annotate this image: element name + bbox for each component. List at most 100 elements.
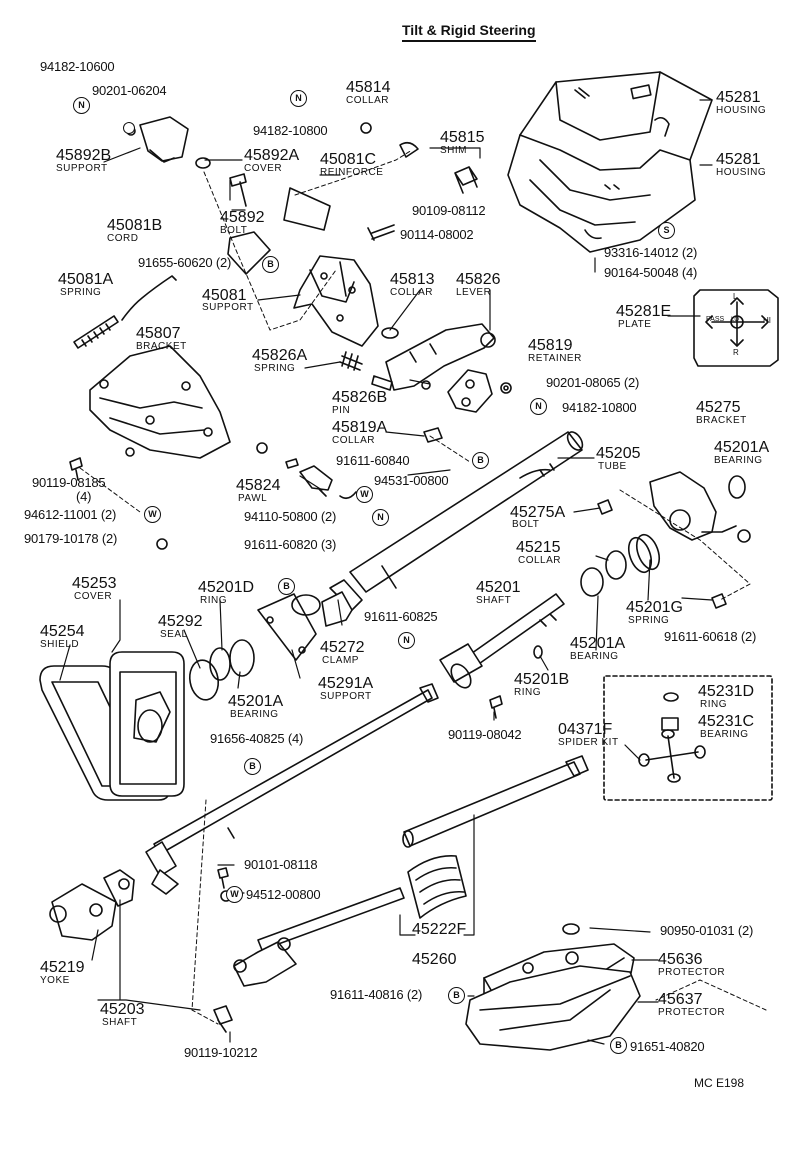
b-symbol: B	[610, 1037, 627, 1054]
b-symbol: B	[278, 578, 295, 595]
intermediate-shaft-drawing	[145, 683, 439, 895]
n-symbol: N	[372, 509, 389, 526]
part-number: 90201-08065 (2)	[546, 375, 640, 390]
part-number: 94182-10800	[562, 400, 637, 415]
cover-shield-drawing	[39, 651, 185, 801]
w-symbol: W	[144, 506, 161, 523]
part-name: SHIELD	[40, 639, 80, 650]
part-number: 45272	[320, 639, 365, 656]
part-name: SPRING	[254, 363, 296, 374]
plate-mark: PASS	[706, 316, 725, 323]
part-number: 45201A	[228, 693, 284, 710]
part-number: 45081	[202, 287, 247, 304]
part-name: BEARING	[230, 709, 279, 720]
part-number: 45081C	[320, 151, 377, 168]
plate-drawing	[693, 289, 779, 367]
part-number: 90119-10212	[184, 1045, 258, 1060]
part-number: 91611-60618 (2)	[664, 629, 757, 644]
part-number: 45260	[412, 951, 457, 968]
part-number: 45201G	[626, 599, 683, 616]
part-name: SUPPORT	[320, 691, 372, 702]
part-name: SHIM	[440, 145, 467, 156]
part-number: 93316-14012 (2)	[604, 245, 698, 260]
yoke-drawing	[49, 867, 233, 1033]
plate-mark: LO	[731, 317, 740, 323]
protector-drawing	[465, 923, 641, 1051]
part-name: COVER	[74, 591, 113, 602]
part-number: 45819A	[332, 419, 388, 436]
part-number: 94110-50800 (2)	[244, 509, 337, 524]
part-number: 45254	[40, 623, 85, 640]
plate-mark: HI	[763, 316, 771, 325]
n-symbol: N	[73, 97, 90, 114]
lower-shaft-drawing	[233, 755, 589, 987]
part-number: 45824	[236, 477, 281, 494]
page-title: Tilt & Rigid Steering	[402, 22, 536, 42]
part-name: SHAFT	[476, 595, 512, 606]
b-symbol: B	[472, 452, 489, 469]
part-name: YOKE	[40, 975, 70, 986]
part-name: COLLAR	[390, 287, 434, 298]
part-number: 45203	[100, 1001, 145, 1018]
part-number: 90119-08185	[32, 475, 106, 490]
part-number: 45201A	[714, 439, 770, 456]
washer-icon	[123, 122, 135, 134]
part-number: 45231D	[698, 683, 755, 700]
part-name: COVER	[244, 163, 283, 174]
part-number: 45281	[716, 151, 761, 168]
leader-lines	[59, 99, 713, 1045]
w-symbol: W	[226, 886, 243, 903]
part-number: 91651-40820	[630, 1039, 705, 1054]
upper-shaft-drawing	[188, 593, 565, 719]
part-number: 90114-08002	[400, 227, 474, 242]
part-number: 94531-00800	[374, 473, 449, 488]
part-name: RETAINER	[528, 353, 582, 364]
part-number: 45826A	[252, 347, 308, 364]
part-name: CLAMP	[322, 655, 359, 666]
part-name: LEVER	[456, 287, 492, 298]
part-number: 90201-06204	[92, 83, 167, 98]
part-number: 45201B	[514, 671, 570, 688]
plate-mark: R	[733, 348, 739, 357]
part-number: 90179-10178 (2)	[24, 531, 118, 546]
part-name: SUPPORT	[202, 302, 254, 313]
part-number: 90164-50048 (4)	[604, 265, 698, 280]
part-number: 45275	[696, 399, 741, 416]
part-number: 94612-11001 (2)	[24, 507, 117, 522]
part-number: 45636	[658, 951, 703, 968]
part-name: COLLAR	[518, 555, 562, 566]
part-number: 91611-60840	[336, 453, 410, 468]
part-number: 90109-08112	[412, 203, 486, 218]
part-number: 94182-10600	[40, 59, 115, 74]
part-number: 94512-00800	[246, 887, 321, 902]
part-name: BEARING	[570, 651, 619, 662]
part-number: 45292	[158, 613, 203, 630]
part-number: 45813	[390, 271, 435, 288]
part-name: PLATE	[618, 319, 652, 330]
part-number: 91611-60825	[364, 609, 438, 624]
n-symbol: N	[530, 398, 547, 415]
part-number: 45219	[40, 959, 85, 976]
b-symbol: B	[244, 758, 261, 775]
part-number: 90101-08118	[244, 857, 318, 872]
part-name: BEARING	[714, 455, 763, 466]
part-name: SHAFT	[102, 1017, 138, 1028]
part-name: PROTECTOR	[658, 967, 726, 978]
n-symbol: N	[290, 90, 307, 107]
part-name: HOUSING	[716, 105, 767, 116]
part-number: 45826B	[332, 389, 388, 406]
part-name: SEAL	[160, 629, 188, 640]
part-number: 45081B	[107, 217, 163, 234]
part-name: COLLAR	[346, 95, 390, 106]
part-number: 45892A	[244, 147, 300, 164]
part-name: RING	[200, 595, 227, 606]
part-number: 45253	[72, 575, 117, 592]
part-number: 90950-01031 (2)	[660, 923, 754, 938]
part-number: 45892	[220, 209, 265, 226]
b-symbol: B	[262, 256, 279, 273]
part-number: 45814	[346, 79, 391, 96]
part-number: 45291A	[318, 675, 374, 692]
plate-mark: L	[733, 292, 738, 301]
part-number: 45819	[528, 337, 573, 354]
